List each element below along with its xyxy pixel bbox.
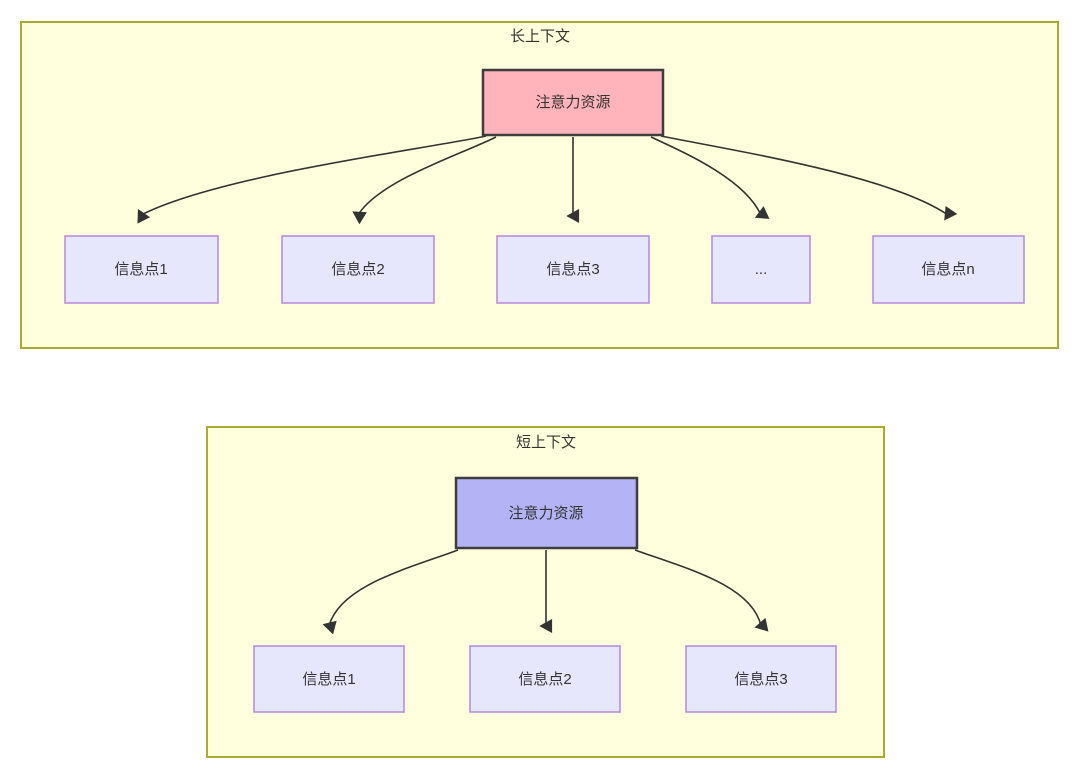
- info-node-label-long-context-1: 信息点2: [331, 261, 384, 278]
- info-node-box-long-context-0[interactable]: [64, 235, 219, 304]
- edge-arrow-long-context-1: [352, 136, 497, 225]
- edge-arrow-long-context-0: [137, 135, 487, 224]
- info-node-box-long-context-1[interactable]: [281, 235, 435, 304]
- info-node-box-short-context-0[interactable]: [253, 645, 405, 713]
- info-node-label-long-context-3: ...: [755, 261, 768, 278]
- info-node-box-long-context-2[interactable]: [496, 235, 650, 304]
- info-node-box-long-context-4[interactable]: [872, 235, 1025, 304]
- info-node-label-short-context-1: 信息点2: [518, 671, 571, 688]
- edge-arrow-long-context-4: [660, 135, 958, 221]
- source-node-box-long-context[interactable]: [481, 68, 665, 137]
- info-node-box-long-context-3[interactable]: [711, 235, 811, 304]
- info-node-box-short-context-2[interactable]: [685, 645, 837, 713]
- info-node-label-long-context-0: 信息点1: [114, 261, 167, 278]
- info-node-box-short-context-1[interactable]: [469, 645, 621, 713]
- info-node-label-long-context-2: 信息点3: [546, 261, 599, 278]
- info-node-label-short-context-0: 信息点1: [302, 671, 355, 688]
- group-title-short-context: 短上下文: [516, 434, 576, 451]
- edge-arrow-short-context-0: [322, 549, 459, 635]
- source-node-label-long-context: 注意力资源: [535, 93, 610, 111]
- edge-arrow-long-context-3: [650, 136, 770, 219]
- source-node-box-short-context[interactable]: [454, 476, 639, 550]
- group-title-long-context: 长上下文: [510, 28, 570, 45]
- source-node-label-short-context: 注意力资源: [508, 504, 583, 522]
- info-node-label-short-context-2: 信息点3: [734, 671, 787, 688]
- edge-arrow-short-context-2: [634, 549, 769, 632]
- info-node-label-long-context-4: 信息点n: [921, 261, 974, 278]
